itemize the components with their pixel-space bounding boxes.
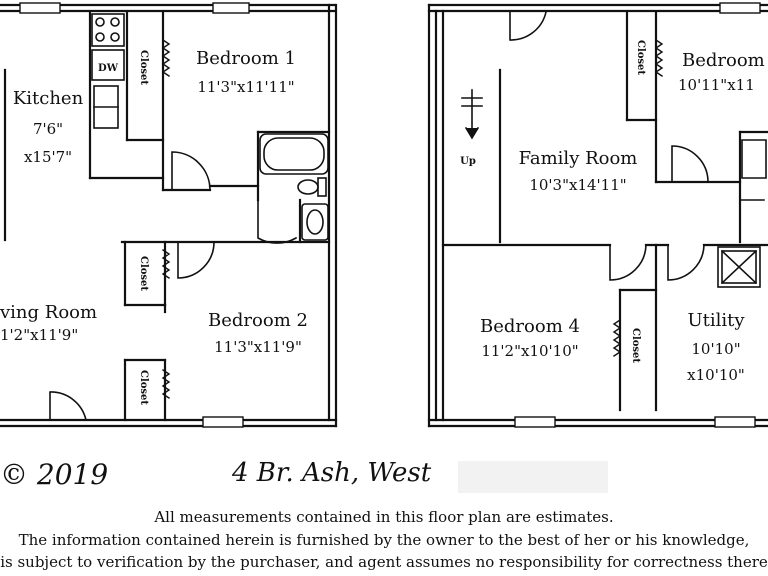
left-windows bbox=[19, 2, 250, 428]
closet-label-1: Closet bbox=[138, 50, 149, 85]
utility-dim-1: 10'10" bbox=[691, 340, 740, 358]
utility-dim-2: x10'10" bbox=[687, 366, 745, 384]
stair-arrow bbox=[461, 89, 483, 140]
bedroom2-dim: 11'3"x11'9" bbox=[214, 338, 302, 356]
bedroom1-label: Bedroom 1 bbox=[196, 48, 296, 69]
bedroom3-dim: 10'11"x11 bbox=[678, 76, 755, 94]
redacted-block bbox=[458, 461, 608, 493]
bedroom1-dim: 11'3"x11'11" bbox=[197, 78, 294, 96]
family-room-label: Family Room bbox=[519, 148, 638, 169]
bedroom4-dim: 11'2"x10'10" bbox=[481, 342, 578, 360]
bedroom4-label: Bedroom 4 bbox=[480, 316, 580, 337]
closet-label-2: Closet bbox=[138, 256, 149, 291]
left-closet-rods bbox=[161, 39, 171, 399]
living-room-label: ving Room bbox=[0, 302, 97, 323]
utility-box bbox=[717, 246, 761, 288]
listing-title: 4 Br. Ash, West bbox=[232, 458, 432, 488]
kitchen-dim-1: 7'6" bbox=[33, 120, 63, 138]
bath-fixtures bbox=[259, 133, 329, 241]
bedroom3-label: Bedroom bbox=[682, 50, 765, 71]
right-windows bbox=[514, 2, 761, 428]
utility-label: Utility bbox=[687, 310, 745, 331]
disclaimer-line-1: All measurements contained in this floor… bbox=[154, 508, 614, 526]
dishwasher-label: DW bbox=[98, 63, 119, 74]
kitchen-dim-2: x15'7" bbox=[24, 148, 72, 166]
copyright-text: © 2019 bbox=[0, 458, 109, 491]
right-doors bbox=[509, 11, 767, 281]
living-room-dim: 1'2"x11'9" bbox=[0, 326, 78, 344]
kitchen-appliances bbox=[91, 13, 125, 129]
left-plan-walls bbox=[0, 3, 338, 428]
closet-label-4: Closet bbox=[635, 40, 646, 75]
stairs-up-label: Up bbox=[460, 156, 476, 167]
right-closet-rods bbox=[612, 39, 664, 357]
bedroom2-label: Bedroom 2 bbox=[208, 310, 308, 331]
closet-label-5: Closet bbox=[630, 328, 641, 363]
left-doors bbox=[49, 151, 298, 421]
disclaimer-line-3: is subject to verification by the purcha… bbox=[0, 553, 768, 571]
family-room-dim: 10'3"x14'11" bbox=[529, 176, 626, 194]
kitchen-label: Kitchen bbox=[13, 88, 84, 109]
disclaimer-line-2: The information contained herein is furn… bbox=[18, 531, 750, 549]
closet-label-3: Closet bbox=[138, 370, 149, 405]
